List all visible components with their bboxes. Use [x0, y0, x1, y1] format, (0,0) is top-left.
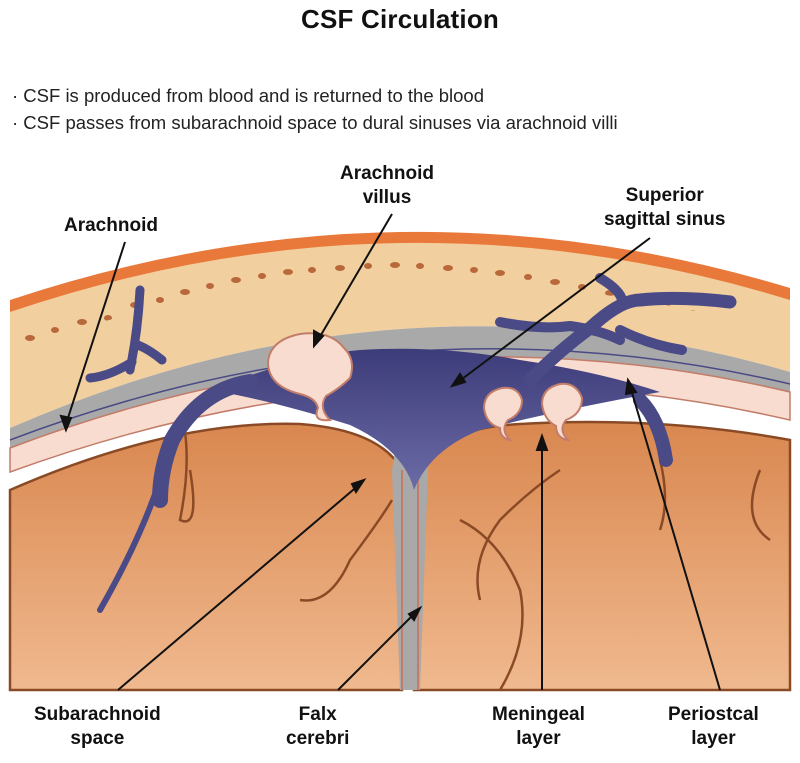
- dura-mater-layer: [10, 326, 790, 448]
- bullet-item: · CSF is produced from blood and is retu…: [12, 85, 485, 106]
- scalp-layer: [10, 231, 790, 318]
- right-hemisphere: [412, 420, 792, 692]
- pointer-lines: [59, 213, 721, 691]
- bone-layer: [10, 242, 790, 428]
- brain-gyri: [178, 431, 771, 691]
- label-arachnoid: Arachnoid: [64, 215, 158, 236]
- label-superior-sagittal-sinus: Superior sagittal sinus: [604, 185, 726, 230]
- label-falx-cerebri: Falx cerebri: [286, 704, 350, 749]
- bridging-veins: [85, 273, 737, 613]
- label-periosteal-layer: Periostcal layer: [668, 704, 759, 749]
- bullet-item: · CSF passes from subarachnoid space to …: [12, 112, 618, 133]
- diagram-title: CSF Circulation: [300, 4, 499, 34]
- bullet-list: · CSF is produced from blood and is retu…: [12, 82, 618, 136]
- left-hemisphere: [8, 422, 404, 692]
- label-subarachnoid-space: Subarachnoid space: [34, 704, 161, 749]
- label-meningeal-layer: Meningeal layer: [492, 704, 585, 749]
- arachnoid-villus-shape: [266, 332, 584, 442]
- label-arachnoid-villus: Arachnoid villus: [340, 163, 434, 208]
